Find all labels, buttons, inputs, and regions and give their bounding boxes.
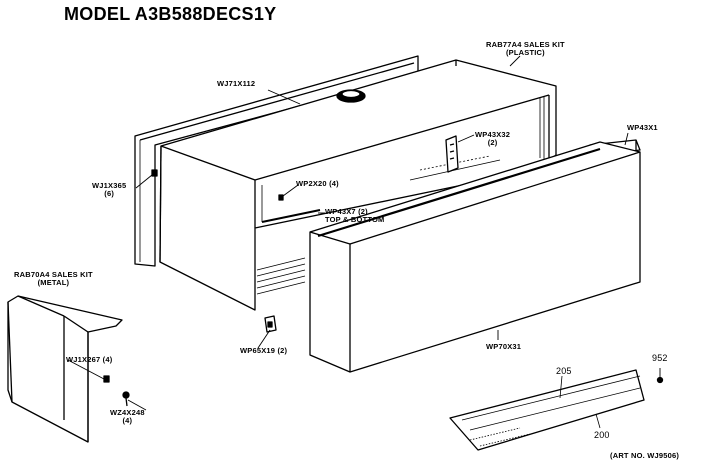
bracket-wp43x32 bbox=[445, 135, 459, 173]
label-wp65x19: WP65X19 (2) bbox=[240, 346, 288, 355]
label-200: 200 bbox=[594, 430, 610, 440]
top-handle bbox=[336, 89, 366, 103]
wall-sleeve-flange bbox=[134, 55, 419, 267]
screw-wj1x365 bbox=[151, 169, 158, 177]
label-wj1x365: WJ1X365 (6) bbox=[92, 181, 127, 198]
label-wp70x31: WP70X31 bbox=[486, 342, 522, 351]
screw-wz4x248 bbox=[122, 391, 130, 407]
label-wp2x20: WP2X20 (4) bbox=[296, 179, 339, 188]
label-wj71x112: WJ71X112 bbox=[217, 79, 256, 88]
label-wp43x32: WP43X32 (2) bbox=[475, 130, 511, 147]
metal-sales-kit-rab70a4 bbox=[7, 295, 123, 443]
fastener-wj1x267 bbox=[103, 375, 110, 383]
screw-wp2x20 bbox=[278, 194, 284, 201]
label-wp43x1: WP43X1 bbox=[627, 123, 658, 132]
clip-wp65x19 bbox=[264, 315, 277, 333]
label-rab77a4: RAB77A4 SALES KIT (PLASTIC) bbox=[486, 40, 565, 57]
front-panel-wp70x31 bbox=[309, 141, 641, 373]
label-wp43x7: WP43X7 (2) TOP & BOTTOM bbox=[325, 207, 385, 224]
model-title: MODEL A3B588DECS1Y bbox=[64, 4, 277, 24]
rail-assembly-200-205 bbox=[449, 369, 645, 451]
art-number: (ART NO. WJ9506) bbox=[610, 451, 680, 460]
label-205: 205 bbox=[556, 366, 572, 376]
label-wj1x267: WJ1X267 (4) bbox=[66, 355, 113, 364]
screw-952 bbox=[656, 368, 664, 384]
label-wz4x248: WZ4X248 (4) bbox=[110, 408, 145, 425]
leader-lines bbox=[67, 55, 629, 411]
label-952: 952 bbox=[652, 353, 668, 363]
label-rab70a4: RAB70A4 SALES KIT (METAL) bbox=[14, 270, 93, 287]
